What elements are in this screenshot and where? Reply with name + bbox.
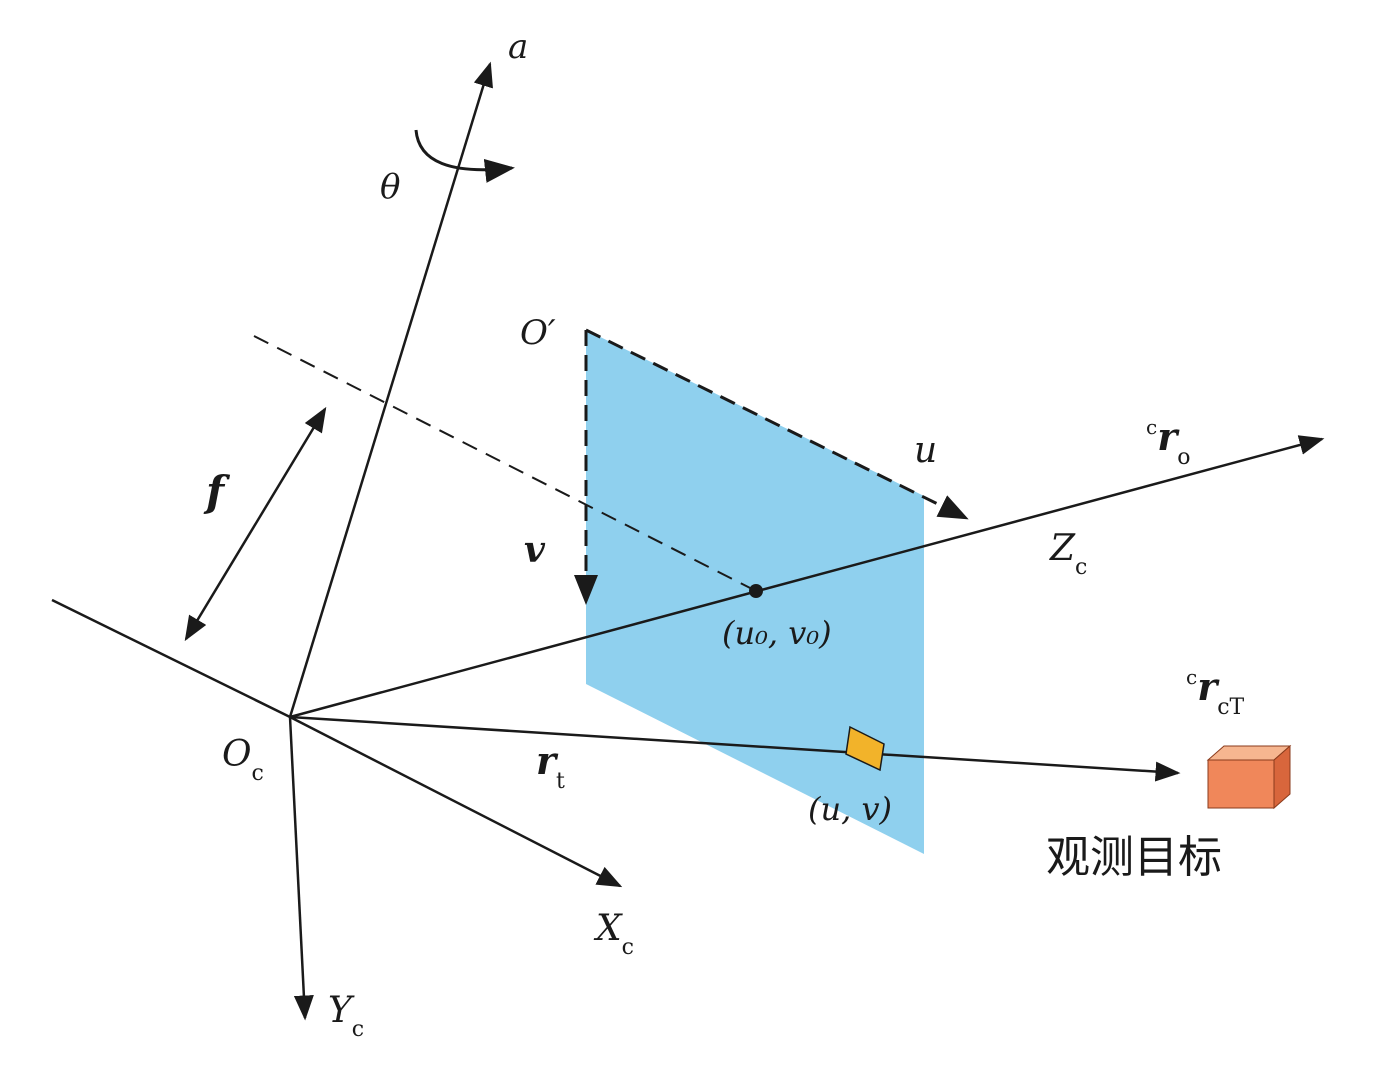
label-v-axis: v (524, 529, 546, 571)
label-rt: rt (536, 738, 565, 794)
label-rct: crcT (1186, 664, 1245, 720)
rotation-axis-a (288, 61, 493, 718)
target-box (1206, 744, 1292, 810)
label-theta: θ (380, 167, 400, 207)
label-axis-a: a (508, 27, 528, 67)
pixel-marker (845, 725, 885, 772)
focal-length-arrow (184, 406, 327, 642)
ray-rt (289, 715, 1181, 782)
axis-xc (289, 715, 623, 888)
axis-yc (288, 716, 314, 1021)
rotation-arc (414, 129, 515, 183)
plane-parallel-line (51, 598, 291, 719)
label-target-caption: 观测目标 (1046, 832, 1222, 883)
label-image-origin: O′ (520, 313, 556, 353)
label-xc: Xc (593, 908, 634, 960)
optical-axis-zc (289, 435, 1325, 719)
label-u-axis: u (914, 430, 937, 471)
principal-point-dot (749, 584, 763, 598)
label-pixel-point: (u, v) (808, 790, 892, 828)
label-principal-point: (u₀, v₀) (722, 614, 832, 652)
label-yc: Yc (328, 990, 364, 1042)
target-box-front (1207, 759, 1275, 809)
u-axis-dashed (585, 328, 969, 520)
label-zc: Zc (1049, 528, 1087, 580)
label-focal-length: f (203, 467, 231, 516)
label-ro: cro (1146, 414, 1190, 470)
label-oc: Oc (222, 734, 264, 786)
principal-ray-dashed (253, 335, 757, 592)
